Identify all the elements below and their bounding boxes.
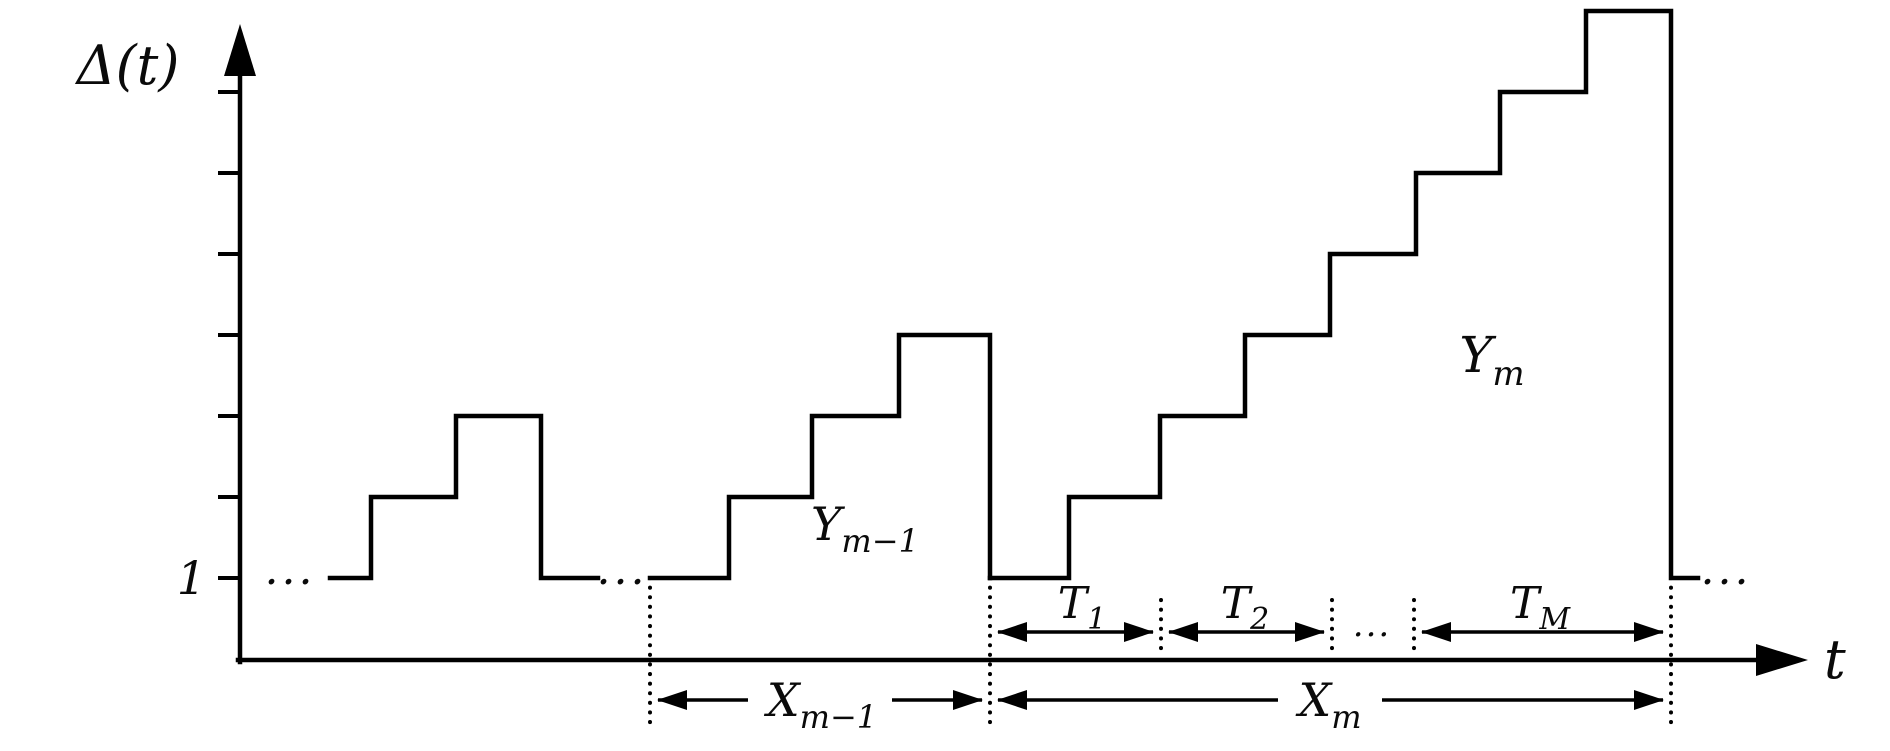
label-y-m-1: Ym−1 bbox=[811, 497, 919, 560]
label-y-m-sub: m bbox=[1492, 354, 1524, 394]
ellipsis-left: ... bbox=[265, 544, 316, 595]
label-x-m-1-sub: m−1 bbox=[800, 698, 878, 736]
label-t1-sub: 1 bbox=[1087, 602, 1106, 637]
label-y-m-1-sub: m−1 bbox=[841, 522, 919, 560]
dotted-boundaries bbox=[648, 576, 1673, 730]
x-axis bbox=[235, 644, 1808, 676]
label-tM-base: T bbox=[1510, 578, 1543, 629]
y-axis bbox=[224, 24, 256, 665]
interval-arrows bbox=[657, 622, 1664, 710]
y-axis-arrowhead-icon bbox=[224, 24, 256, 76]
x-axis-arrowhead-icon bbox=[1756, 644, 1808, 676]
label-t1: T1 bbox=[1058, 578, 1106, 637]
label-y-m-1-base: Y bbox=[811, 497, 846, 551]
t-ellipsis: ... bbox=[1353, 605, 1391, 645]
label-x-m: Xm bbox=[1295, 673, 1361, 736]
staircase-segment-m-minus-1 bbox=[647, 332, 993, 581]
staircase-segment-m bbox=[987, 8, 1701, 581]
label-x-m-base: X bbox=[1295, 673, 1333, 727]
label-x-m-1-base: X bbox=[764, 673, 802, 727]
y-axis-ticks bbox=[218, 90, 240, 580]
label-t2-sub: 2 bbox=[1249, 602, 1269, 637]
label-tM: TM bbox=[1510, 578, 1571, 637]
level-one-label: 1 bbox=[177, 551, 206, 605]
label-tM-sub: M bbox=[1538, 602, 1571, 637]
label-t1-base: T bbox=[1058, 578, 1091, 629]
label-y-m: Ym bbox=[1459, 326, 1524, 394]
label-x-m-sub: m bbox=[1331, 698, 1361, 736]
ellipsis-right: ... bbox=[1701, 544, 1752, 595]
label-t2: T2 bbox=[1221, 578, 1269, 637]
label-y-m-base: Y bbox=[1459, 326, 1496, 384]
x-axis-label: t bbox=[1824, 628, 1846, 691]
staircase-segment-left bbox=[327, 413, 601, 581]
label-x-m-1: Xm−1 bbox=[764, 673, 877, 736]
ellipsis-mid: ... bbox=[597, 544, 648, 595]
y-axis-label: Δ(t) bbox=[75, 34, 180, 97]
label-t2-base: T bbox=[1221, 578, 1254, 629]
